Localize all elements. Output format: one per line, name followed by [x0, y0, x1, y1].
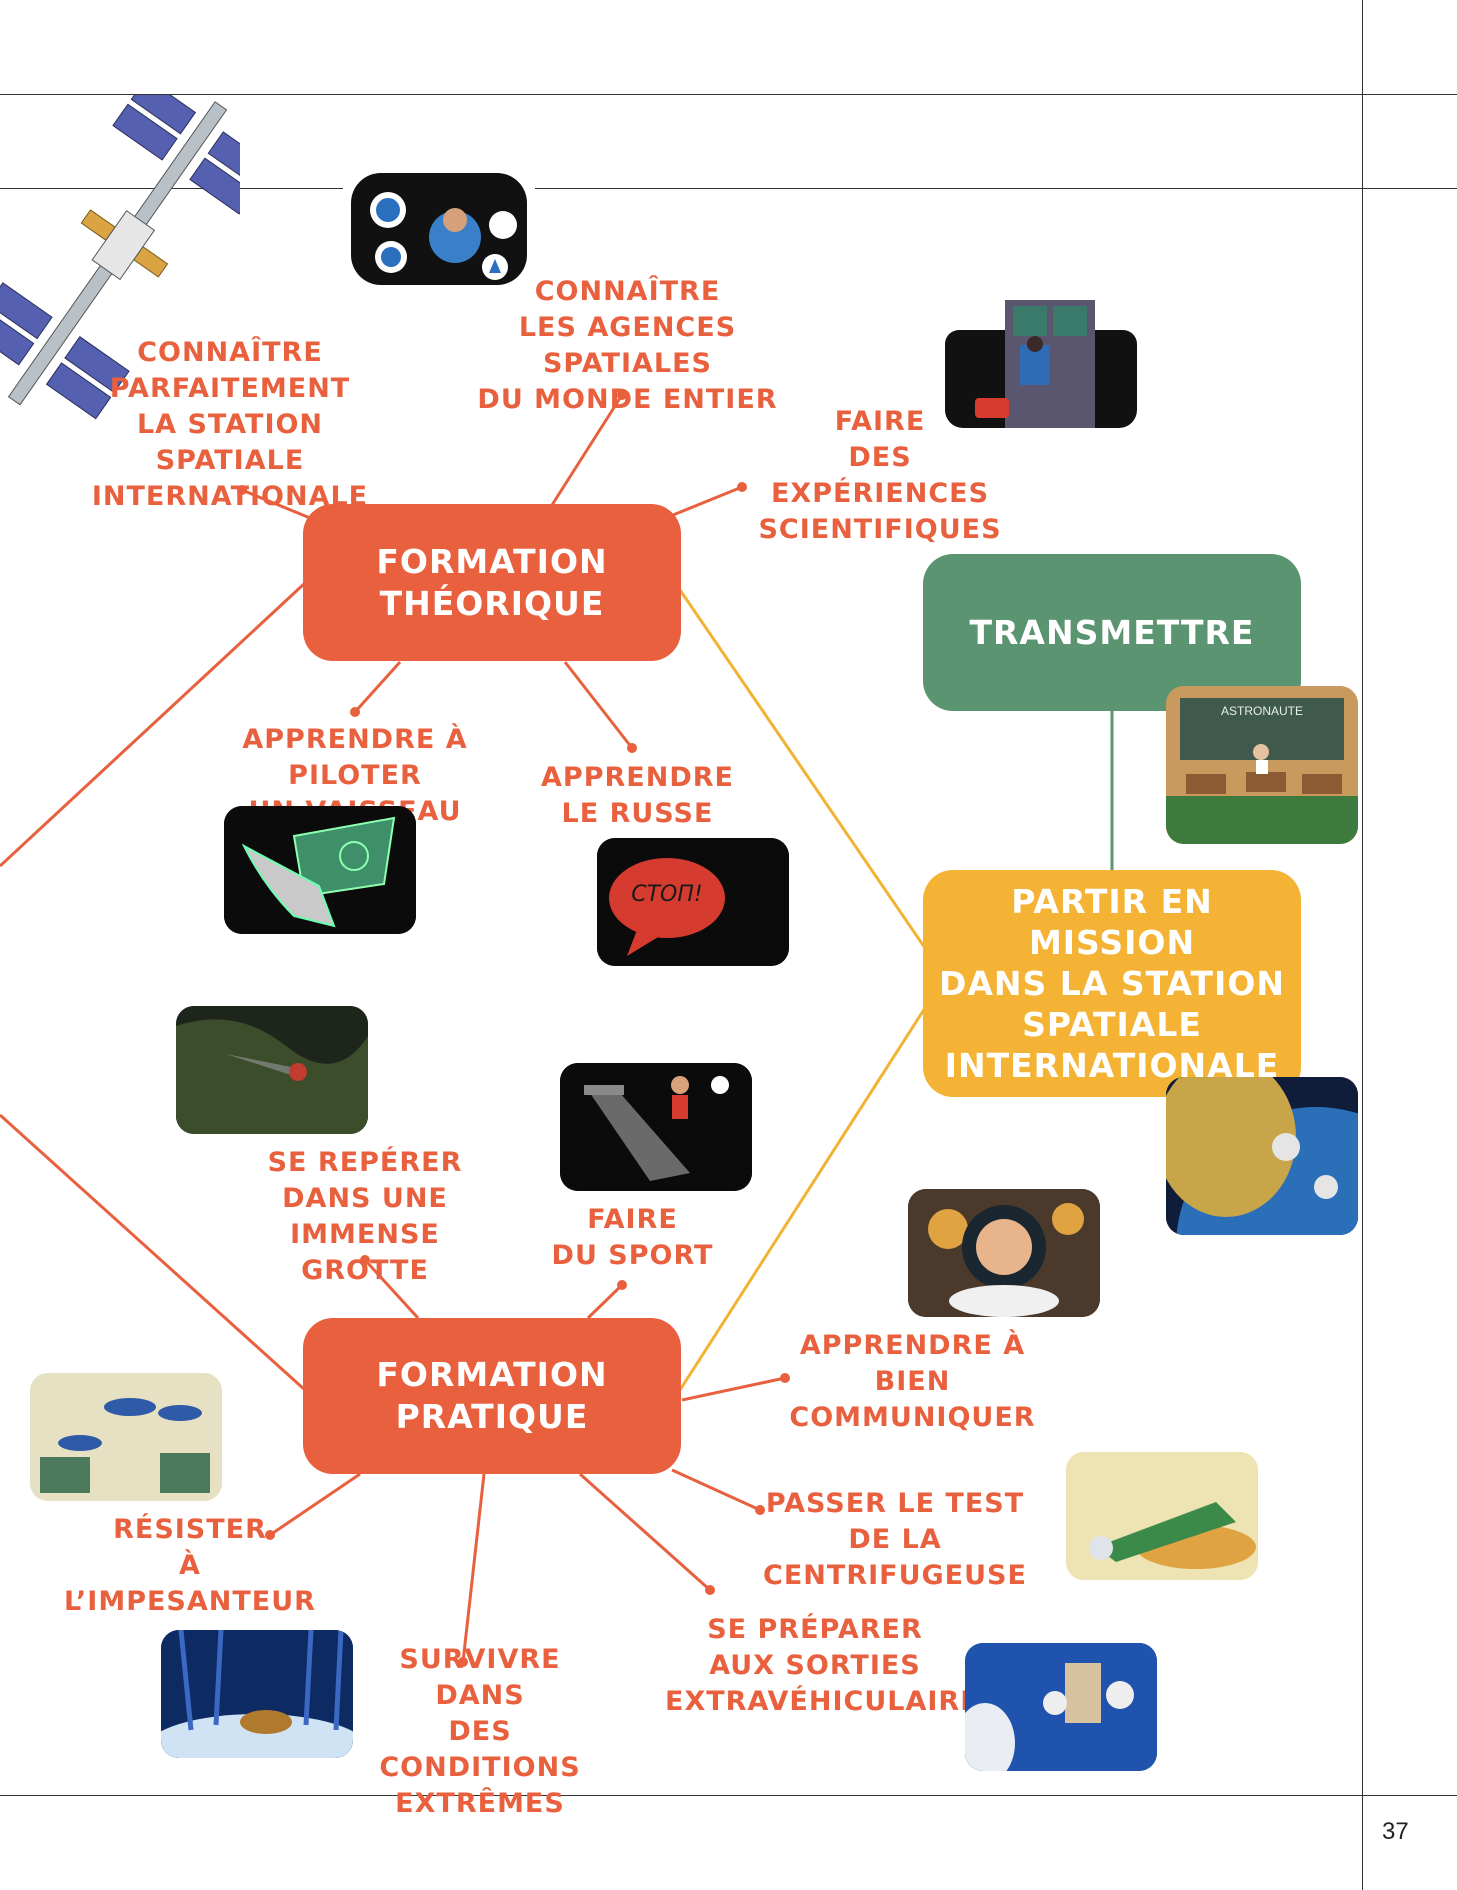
illustration-survival: [161, 1630, 353, 1758]
speech-bubble-icon: [597, 838, 789, 966]
illustration-russian: СТОП!: [597, 838, 789, 966]
illustration-space-agencies: [343, 165, 535, 293]
russian-bubble-text: СТОП!: [631, 882, 703, 907]
illustration-mission: [1166, 1077, 1358, 1235]
hub-partir-en-mission: PARTIR EN MISSION DANS LA STATION SPATIA…: [923, 870, 1301, 1097]
agency-logos-icon: [351, 173, 527, 285]
lab-experiment-icon: [945, 300, 1137, 428]
centrifuge-icon: [1066, 1452, 1258, 1580]
illustration-sport: [560, 1063, 752, 1191]
connector-dots: [237, 390, 790, 1667]
illustration-experiments: [945, 300, 1137, 428]
classroom-icon: [1166, 686, 1358, 844]
label-sport: FAIRE DU SPORT: [551, 1204, 714, 1271]
spaceship-pilot-icon: [224, 806, 416, 934]
cave-explorer-icon: [176, 1006, 368, 1134]
label-survive: SURVIVRE DANS DES CONDITIONS EXTRÊMES: [379, 1644, 581, 1819]
label-communicate: APPRENDRE À BIEN COMMUNIQUER: [789, 1330, 1036, 1433]
illustration-cave: [176, 1006, 368, 1134]
label-eva: SE PRÉPARER AUX SORTIES EXTRAVÉHICULAIRE…: [665, 1614, 1001, 1717]
bottom-rule: [0, 1795, 1457, 1796]
classroom-board-text: ASTRONAUTE: [1220, 704, 1303, 718]
right-margin-rule: [1362, 0, 1363, 1890]
label-cave: SE REPÉRER DANS UNE IMMENSE GROTTE: [267, 1147, 463, 1286]
label-centrifuge: PASSER LE TEST DE LA CENTRIFUGEUSE: [763, 1488, 1027, 1591]
orange-connectors: [0, 394, 786, 1663]
label-agencies: CONNAÎTRE LES AGENCES SPATIALES DU MONDE…: [477, 276, 778, 415]
hub-formation-theorique: FORMATION THÉORIQUE: [303, 504, 681, 661]
illustration-communication: [908, 1189, 1100, 1317]
illustration-eva: [965, 1643, 1157, 1771]
treadmill-icon: [560, 1063, 752, 1191]
label-weightless: RÉSISTER À L’IMPESANTEUR: [64, 1514, 316, 1617]
yellow-connectors: [678, 589, 927, 1391]
snow-forest-icon: [161, 1630, 353, 1758]
illustration-centrifuge: [1066, 1452, 1258, 1580]
label-experiments: FAIRE DES EXPÉRIENCES SCIENTIFIQUES: [758, 406, 1002, 545]
page-number: 37: [1382, 1818, 1409, 1845]
hub-transmettre: TRANSMETTRE: [923, 554, 1301, 711]
label-russian: APPRENDRE LE RUSSE: [541, 762, 734, 829]
illustration-piloting: [224, 806, 416, 934]
illustration-classroom: ASTRONAUTE: [1166, 686, 1358, 844]
astronaut-headset-icon: [908, 1189, 1100, 1317]
spacewalk-training-icon: [965, 1643, 1157, 1771]
spacewalk-earth-icon: [1166, 1077, 1358, 1235]
zero-g-plane-icon: [30, 1373, 222, 1501]
illustration-weightlessness: [30, 1373, 222, 1501]
label-iss: CONNAÎTRE PARFAITEMENT LA STATION SPATIA…: [91, 337, 369, 512]
top-rule-2: [0, 188, 1457, 189]
hub-formation-pratique: FORMATION PRATIQUE: [303, 1318, 681, 1474]
top-rule-1: [0, 94, 1457, 95]
